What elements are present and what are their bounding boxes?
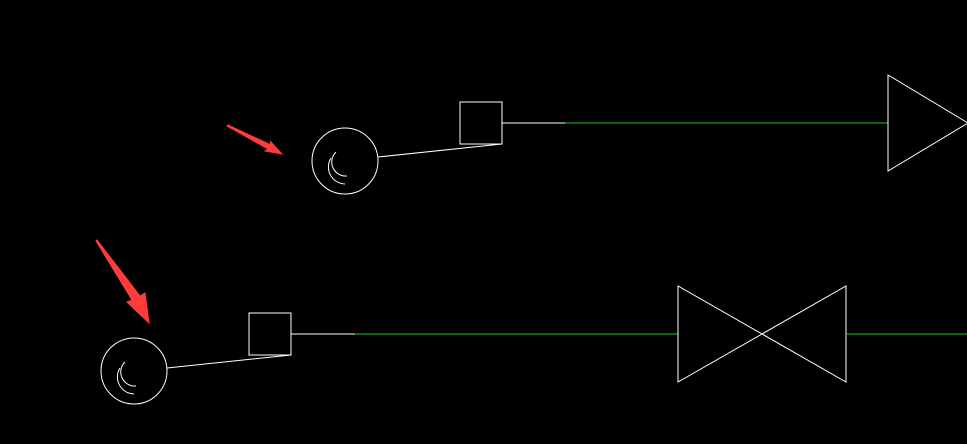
upper-line-assembly [311, 74, 967, 195]
square-icon[interactable] [459, 101, 503, 145]
square-icon[interactable] [248, 312, 292, 356]
connector-line [377, 143, 503, 158]
gauge-circle-icon[interactable] [311, 127, 379, 195]
red-arrow-icon [226, 124, 284, 155]
triangle-icon[interactable] [887, 74, 967, 172]
lower-line-assembly [100, 285, 967, 405]
red-arrow-icon [95, 239, 150, 325]
annotation-arrows [95, 124, 284, 325]
connector-line [166, 354, 292, 369]
bowtie-valve-icon[interactable] [677, 285, 847, 383]
gauge-circle-icon[interactable] [100, 337, 168, 405]
